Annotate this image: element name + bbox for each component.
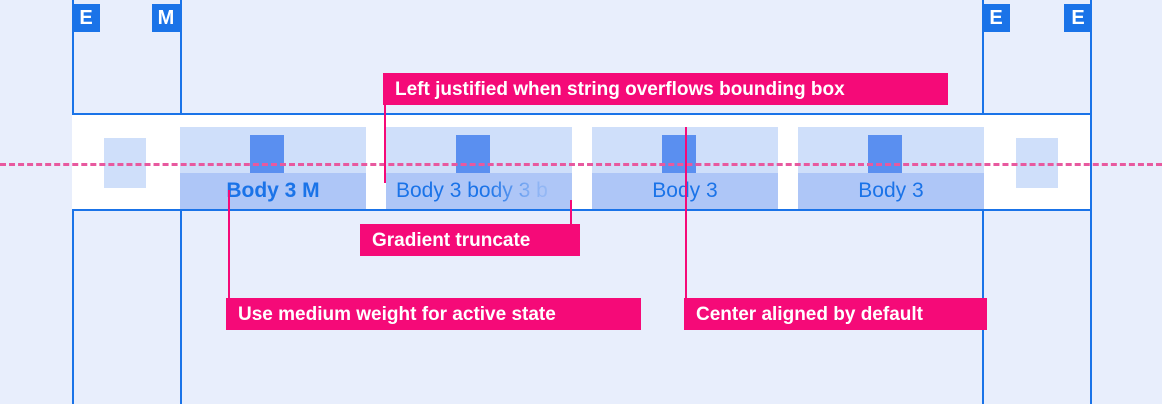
tab-label: Body 3 <box>652 179 718 202</box>
callout-connector-left-justified <box>384 105 386 183</box>
tab-icon-area <box>798 127 984 173</box>
callout-connector-gradient-truncate <box>570 200 572 226</box>
tab-body-3-body-3-b[interactable]: Body 3 body 3 b <box>386 127 572 209</box>
callout-connector-medium-weight <box>228 190 230 300</box>
callout-left-justified: Left justified when string overflows bou… <box>383 73 948 105</box>
callout-center-aligned: Center aligned by default <box>684 298 987 330</box>
tab-label-band: Body 3 body 3 b <box>386 173 572 209</box>
tab-body-3-m[interactable]: Body 3 M <box>180 127 366 209</box>
tab-label-band: Body 3 <box>798 173 984 209</box>
tab-label-band: Body 3 M <box>180 173 366 209</box>
column-guide <box>1090 0 1092 404</box>
tab-icon <box>662 135 696 173</box>
tab-icon <box>868 135 902 173</box>
callout-gradient-truncate: Gradient truncate <box>360 224 580 256</box>
marker-badge-m-left: M <box>152 4 180 32</box>
callout-connector-center-aligned <box>685 127 687 300</box>
marker-badge-e-right-outer: E <box>1064 4 1092 32</box>
marker-badge-e-right-inner: E <box>982 4 1010 32</box>
callout-medium-weight: Use medium weight for active state <box>226 298 641 330</box>
tab-icon <box>456 135 490 173</box>
vertical-center-guide <box>0 163 1162 166</box>
marker-badge-e-left-outer: E <box>72 4 100 32</box>
tab-label: Body 3 body 3 b <box>396 179 548 202</box>
tab-icon-area <box>386 127 572 173</box>
tab-body-3-center-2[interactable]: Body 3 <box>798 127 984 209</box>
tab-label: Body 3 <box>858 179 924 202</box>
tab-icon <box>250 135 284 173</box>
tab-icon-area <box>180 127 366 173</box>
tab-label: Body 3 M <box>226 179 320 202</box>
